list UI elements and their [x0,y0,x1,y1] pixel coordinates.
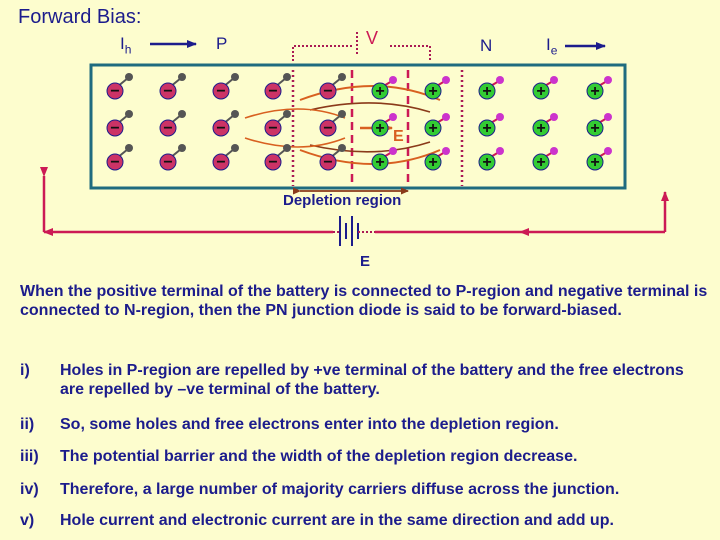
minus-carrier: − [264,110,291,137]
minus-carrier: − [106,73,133,100]
field-label: E [393,128,404,145]
svg-text:+: + [375,83,384,100]
plus-carrier: + [371,113,397,137]
plus-carrier: + [586,113,612,137]
plus-carrier: + [424,76,450,100]
point-2-number: ii) [20,416,35,433]
point-4-text: Therefore, a large number of majority ca… [60,481,620,498]
minus-carrier: − [212,110,239,137]
point-3-number: iii) [20,448,39,465]
plus-carrier: + [586,147,612,171]
svg-text:−: − [163,83,172,100]
minus-carrier: − [212,144,239,171]
minus-carrier: − [319,110,346,137]
svg-text:−: − [216,154,225,171]
minus-carrier: − [319,144,346,171]
point-4-number: iv) [20,481,39,498]
plus-carrier: + [586,76,612,100]
svg-text:+: + [590,154,599,171]
svg-text:−: − [323,120,332,137]
plus-carrier: + [532,76,558,100]
svg-text:−: − [323,83,332,100]
minus-carrier: − [159,110,186,137]
svg-text:+: + [482,120,491,137]
svg-text:+: + [590,120,599,137]
minus-carrier: − [212,73,239,100]
voltage-label: V [366,28,379,48]
minus-carrier: − [264,73,291,100]
electron-current-label: Ie [546,35,557,57]
svg-text:+: + [428,83,437,100]
electron-current-subscript: e [550,43,558,58]
n-region-label: N [480,36,493,55]
minus-carrier: − [264,144,291,171]
point-3-text: The potential barrier and the width of t… [60,448,578,465]
depletion-region-label: Depletion region [283,192,402,209]
svg-text:+: + [482,154,491,171]
forward-bias-diagram: − − − − − + + + + + − − − − − + + + + + − − − − − + + + + + E [40,32,669,246]
voltage-dotted-left [292,45,352,61]
intro-paragraph: When the positive terminal of the batter… [20,283,708,319]
svg-text:−: − [268,120,277,137]
svg-text:+: + [375,120,384,137]
svg-text:+: + [536,83,545,100]
svg-text:−: − [268,83,277,100]
svg-text:+: + [590,83,599,100]
voltage-dotted-right [390,45,431,61]
plus-carrier: + [424,147,450,171]
carrier-grid: − − − − − + + + + + − − − − − + + + + + − − − − − + + + + + [106,73,612,171]
battery-icon [339,216,359,246]
svg-text:−: − [163,120,172,137]
plus-carrier: + [478,113,504,137]
minus-carrier: − [319,73,346,100]
svg-text:−: − [323,154,332,171]
point-1-text: Holes in P-region are repelled by +ve te… [60,362,684,398]
point-5-text: Hole current and electronic current are … [60,512,614,529]
hole-current-subscript: h [124,42,132,57]
minus-carrier: − [159,144,186,171]
minus-carrier: − [159,73,186,100]
plus-carrier: + [478,76,504,100]
point-5-number: v) [20,512,35,529]
point-2-text: So, some holes and free electrons enter … [60,416,559,433]
svg-text:+: + [536,154,545,171]
plus-carrier: + [532,147,558,171]
svg-text:+: + [428,120,437,137]
electron-current-symbol: I [546,35,551,54]
plus-carrier: + [424,113,450,137]
minus-carrier: − [106,144,133,171]
battery-field-label: E [360,253,371,270]
svg-text:−: − [163,154,172,171]
p-region-label: P [216,34,228,53]
plus-carrier: + [371,147,397,171]
plus-carrier: + [532,113,558,137]
svg-text:+: + [375,154,384,171]
hole-current-symbol: I [120,34,125,53]
svg-text:−: − [110,120,119,137]
svg-text:+: + [482,83,491,100]
plus-carrier: + [478,147,504,171]
svg-text:−: − [110,83,119,100]
point-1-number: i) [20,362,30,379]
hole-current-label: Ih [120,34,131,56]
minus-carrier: − [106,110,133,137]
page-title: Forward Bias: [18,6,142,28]
svg-text:−: − [216,83,225,100]
svg-text:+: + [536,120,545,137]
svg-text:+: + [428,154,437,171]
external-circuit [40,167,669,236]
svg-text:−: − [110,154,119,171]
plus-carrier: + [371,76,397,100]
svg-text:−: − [216,120,225,137]
svg-text:−: − [268,154,277,171]
